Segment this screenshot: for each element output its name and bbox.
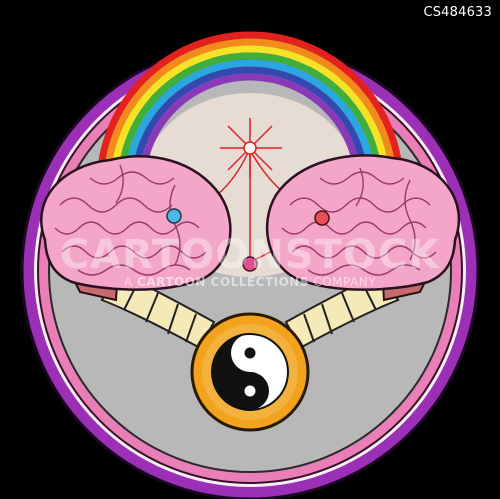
rainbow-arc [96,31,404,186]
right-brain [265,154,461,291]
left-brain-blue-node [166,208,182,224]
watermark-main: CARTOONSTOCK [59,232,441,278]
watermark-sub-brand: CARTOON COLLECTIONS [137,275,309,289]
central-pink-node [242,256,258,272]
watermark-sub: A CARTOON COLLECTIONS COMPANY [0,275,500,289]
yin-yang-eye [190,312,310,432]
watermark-sub-prefix: A [124,275,133,289]
catalog-id-label: CS484633 [423,5,492,20]
star-node [243,141,257,155]
left-brain [40,155,232,291]
watermark-sub-suffix: COMPANY [313,275,376,289]
right-brain-red-node [314,210,330,226]
